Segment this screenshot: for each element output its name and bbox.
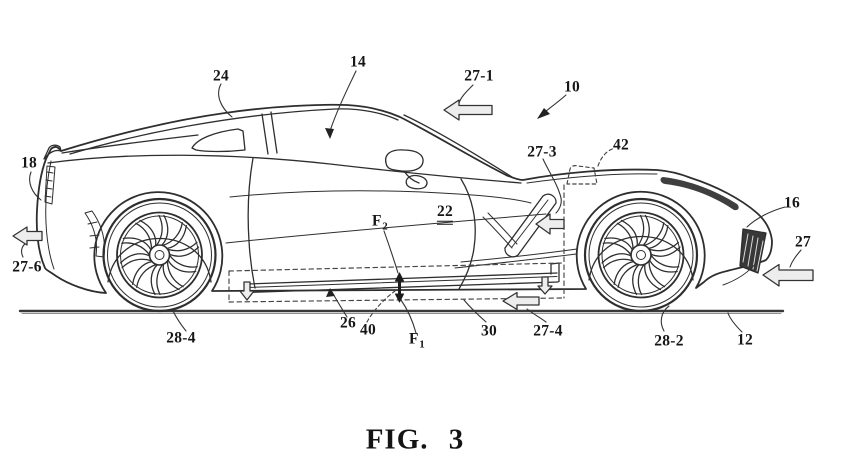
headlight xyxy=(660,177,739,211)
arrowhead-10 xyxy=(537,108,550,119)
leader-27-4 xyxy=(527,309,546,322)
downwash-arrow-left xyxy=(240,282,254,300)
arrowhead-14 xyxy=(325,128,334,139)
rear-face-inner-line xyxy=(46,161,54,269)
car-body xyxy=(37,105,772,293)
ref-label-F2: F2 xyxy=(371,212,389,233)
airflow-arrow-27-4 xyxy=(503,293,539,310)
rear-wheel xyxy=(104,199,216,311)
leader-24 xyxy=(219,84,232,117)
leader-28-4 xyxy=(173,311,186,331)
ref-label-26: 26 xyxy=(339,314,357,332)
leader-27-1 xyxy=(459,85,473,103)
beltline xyxy=(48,155,521,183)
ref-label-27-1: 27-1 xyxy=(464,67,494,85)
ref-label-27-3: 27-3 xyxy=(527,143,557,161)
rear-deck-line xyxy=(62,135,198,153)
leader-30 xyxy=(464,300,486,322)
figure-caption: FIG. 3 xyxy=(365,423,465,456)
ref-label-42: 42 xyxy=(612,136,630,154)
mid-character-line xyxy=(230,191,531,203)
lower-character-line xyxy=(226,214,546,243)
b-pillar-lines xyxy=(262,112,277,154)
airflow-arrow-27 xyxy=(763,265,813,287)
front-wheel xyxy=(585,199,697,311)
sensor-dashed-box xyxy=(567,148,615,184)
leader-12 xyxy=(728,313,742,332)
rear-arch-lip xyxy=(108,239,211,283)
ref-label-14: 14 xyxy=(349,53,367,71)
ref-label-F1: F1 xyxy=(408,330,426,351)
ref-label-16: 16 xyxy=(783,194,801,212)
leader-40-dashed xyxy=(367,291,395,322)
side-scoop xyxy=(483,194,556,257)
airflow-dashed-path xyxy=(229,185,564,302)
rear-spoiler xyxy=(44,145,61,159)
leader-18 xyxy=(30,172,41,200)
a-pillar-inner-line xyxy=(404,115,512,177)
airflow-block-arrows xyxy=(13,100,813,310)
leader-16 xyxy=(747,207,785,227)
ref-label-27-4: 27-4 xyxy=(533,322,563,340)
ref-label-27: 27 xyxy=(794,233,812,251)
hood-cut-line xyxy=(527,174,657,183)
airflow-arrow-27-6 xyxy=(13,227,42,245)
ref-label-24: 24 xyxy=(212,67,230,85)
airflow-arrow-27-1 xyxy=(444,100,492,120)
ref-label-18: 18 xyxy=(20,154,38,172)
ground-line xyxy=(20,311,783,314)
leader-28-2 xyxy=(661,306,669,331)
ref-label-40: 40 xyxy=(359,321,377,339)
leader-arrowheads xyxy=(325,108,550,297)
leader-F2 xyxy=(384,231,398,273)
ref-label-27-6: 27-6 xyxy=(12,258,42,276)
arrowhead-26 xyxy=(326,288,335,297)
force-double-arrow xyxy=(396,273,404,302)
leader-F1 xyxy=(401,300,416,333)
ref-label-30: 30 xyxy=(480,322,498,340)
leader-27-3 xyxy=(543,159,561,213)
rear-door-cut xyxy=(248,158,255,288)
rocker-panel xyxy=(246,263,559,293)
body-silhouette xyxy=(37,105,772,293)
side-mirror xyxy=(386,150,427,189)
front-arch-lip xyxy=(589,237,693,281)
leader-27-6 xyxy=(22,243,26,257)
ref-label-28-2: 28-2 xyxy=(654,332,684,350)
ref-label-12: 12 xyxy=(736,331,754,349)
taillight-strip xyxy=(45,166,55,204)
front-bumper-line xyxy=(723,262,757,285)
front-door-cut xyxy=(459,179,475,289)
front-grille xyxy=(740,229,766,273)
leader-14 xyxy=(330,71,356,131)
airflow-arrow-27-3 xyxy=(536,214,564,234)
ref-label-28-4: 28-4 xyxy=(166,329,196,347)
sill-crease-lines xyxy=(455,249,577,268)
ref-label-10: 10 xyxy=(563,78,581,96)
rear-bumper-vent xyxy=(85,211,105,257)
downwash-arrow-right xyxy=(538,277,552,294)
leader-27 xyxy=(790,250,801,267)
ref-label-22: 22 xyxy=(436,204,454,225)
roof-rail-line xyxy=(70,109,398,154)
quarter-window xyxy=(192,129,245,152)
